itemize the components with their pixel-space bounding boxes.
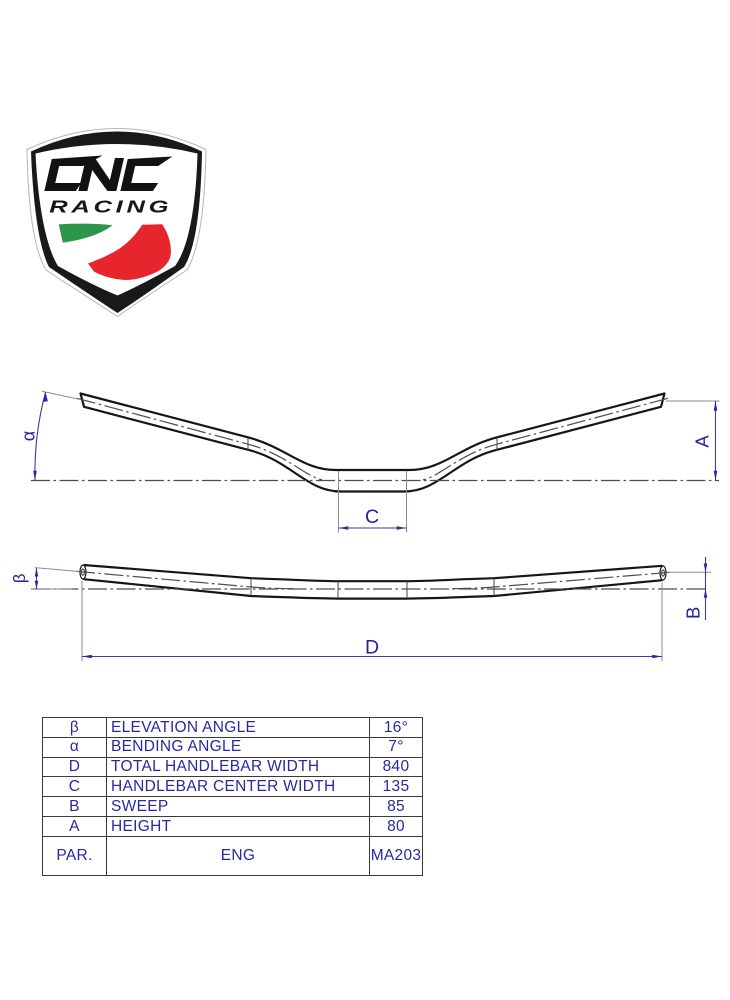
svg-text:B: B xyxy=(683,607,704,619)
svg-text:α: α xyxy=(18,431,38,441)
svg-text:D: D xyxy=(365,637,379,659)
svg-text:RACING: RACING xyxy=(49,196,172,216)
svg-text:β: β xyxy=(11,574,29,584)
svg-text:A: A xyxy=(692,435,713,448)
svg-text:C: C xyxy=(365,506,379,528)
